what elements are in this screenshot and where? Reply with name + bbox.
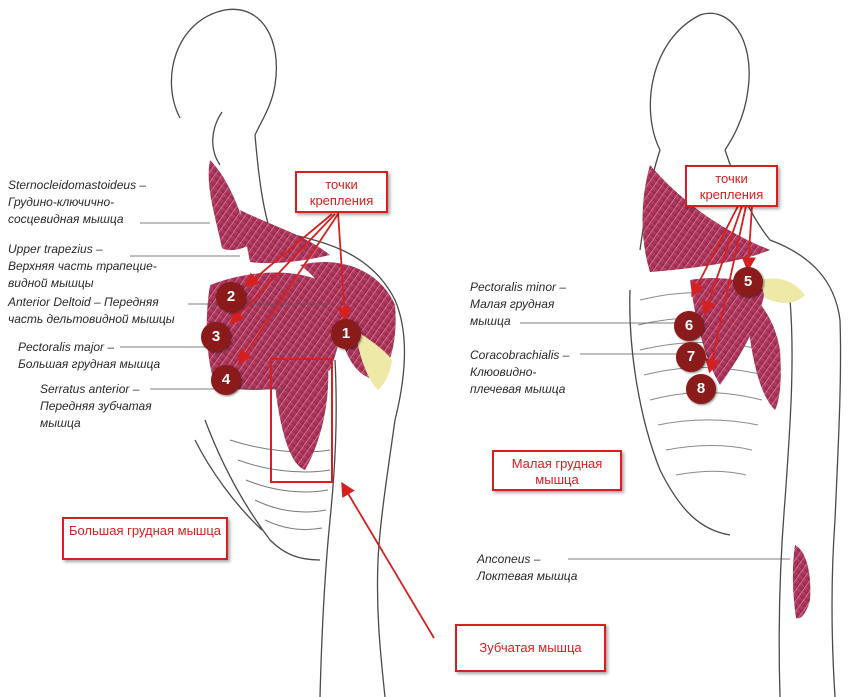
marker-6: 6 — [674, 311, 704, 341]
label-ru-line2: мышца — [470, 314, 511, 328]
left-head-outline — [170, 8, 277, 136]
left-tendon-area — [355, 330, 392, 390]
label-ru-line1: Клюовидно- — [470, 365, 537, 379]
label-ru-line1: Грудино-ключично- — [8, 195, 115, 209]
marker-5: 5 — [733, 267, 763, 297]
label-en: Pectoralis major – — [18, 340, 115, 354]
label-ru-line2: мышца — [40, 416, 81, 430]
left-sternocleidomastoid — [208, 160, 250, 251]
callout-attachment-points-left: точки крепления — [295, 171, 388, 213]
right-anconeus — [792, 545, 811, 619]
label-upper-trapezius: Upper trapezius – Верхняя часть трапецие… — [8, 241, 157, 292]
left-serratus — [275, 365, 329, 470]
right-muscles — [642, 165, 811, 619]
left-ribs — [229, 439, 331, 531]
label-pectoralis-major: Pectoralis major – Большая грудная мышца — [18, 339, 160, 373]
label-en: Upper trapezius – — [8, 242, 103, 256]
label-en: Anterior Deltoid – Передняя — [8, 295, 159, 309]
label-en: Coracobrachialis – — [470, 348, 570, 362]
marker-4: 4 — [211, 365, 241, 395]
label-en: Sternocleidomastoideus – — [8, 178, 147, 192]
label-ru-line1: Передняя зубчатая — [40, 399, 152, 413]
right-coracobrachialis — [745, 290, 781, 410]
callout-attachment-points-right: точки крепления — [685, 165, 778, 207]
label-ru-line2: плечевая мышца — [470, 382, 566, 396]
right-head-outline — [649, 12, 750, 151]
label-ru-line1: часть дельтовидной мышцы — [8, 312, 175, 326]
label-ru-line1: Локтевая мышца — [477, 569, 578, 583]
label-anterior-deltoid: Anterior Deltoid – Передняя часть дельто… — [8, 294, 175, 328]
label-ru-line1: Большая грудная мышца — [18, 357, 161, 371]
label-ru-line2: сосцевидная мышца — [8, 212, 124, 226]
serratus-highlight-box — [270, 358, 333, 483]
marker-3: 3 — [201, 322, 231, 352]
marker-1: 1 — [331, 319, 361, 349]
red-arrows — [229, 205, 756, 639]
callout-text: Малая грудная мышца — [511, 456, 603, 487]
label-sternocleidomastoideus: Sternocleidomastoideus – Грудино-ключичн… — [8, 177, 146, 228]
label-pectoralis-minor: Pectoralis minor – Малая грудная мышца — [470, 279, 566, 330]
label-coracobrachialis: Coracobrachialis – Клюовидно- плечевая м… — [470, 347, 569, 398]
callout-pectoralis-minor: Малая грудная мышца — [492, 450, 622, 491]
label-anconeus: Anconeus – Локтевая мышца — [477, 551, 577, 585]
callout-serratus: Зубчатая мышца — [455, 624, 606, 672]
label-en: Pectoralis minor – — [470, 280, 567, 294]
left-figure — [170, 8, 406, 697]
marker-8: 8 — [686, 374, 716, 404]
callout-text: точки крепления — [309, 177, 374, 208]
label-ru-line2: видной мышцы — [8, 276, 94, 290]
label-ru-line1: Малая грудная — [470, 297, 555, 311]
left-trapezius — [240, 210, 330, 264]
callout-text: Большая грудная мышца — [68, 523, 222, 538]
label-en: Serratus anterior – — [40, 382, 140, 396]
label-ru-line1: Верхняя часть трапецие- — [8, 259, 157, 273]
callout-text: Зубчатая мышца — [479, 640, 582, 655]
label-serratus-anterior: Serratus anterior – Передняя зубчатая мы… — [40, 381, 152, 432]
callout-text: точки крепления — [699, 171, 764, 202]
marker-2: 2 — [216, 282, 246, 312]
right-tendon-area — [760, 278, 805, 303]
marker-7: 7 — [676, 342, 706, 372]
label-en: Anconeus – — [477, 552, 541, 566]
callout-pectoralis-major: Большая грудная мышца — [62, 517, 228, 560]
